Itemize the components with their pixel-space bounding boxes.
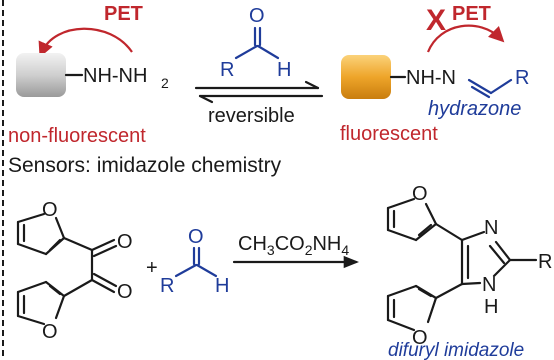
aldehyde-bottom-H: H bbox=[215, 275, 229, 297]
pet-arrow-right bbox=[426, 24, 505, 53]
hydrazone-R: R bbox=[515, 67, 529, 89]
aldehyde-top-H: H bbox=[277, 59, 291, 81]
imidazole-NH-N: N bbox=[482, 274, 496, 296]
product-furan-top: O bbox=[386, 183, 438, 242]
pet-label-left: PET bbox=[104, 3, 143, 25]
hydrazone-label: hydrazone bbox=[428, 98, 521, 120]
hydrazine-group: NH-NH bbox=[83, 65, 147, 87]
fluorophore-box-gray bbox=[16, 53, 66, 97]
imidazole-N: N bbox=[484, 217, 498, 239]
hydrazone-group: NH-N bbox=[406, 67, 456, 89]
dione-O-top: O bbox=[117, 231, 133, 253]
svg-text:O: O bbox=[412, 327, 428, 349]
section-heading: Sensors: imidazole chemistry bbox=[8, 154, 282, 177]
svg-text:O: O bbox=[42, 199, 58, 221]
equilibrium-label: reversible bbox=[208, 105, 295, 127]
imidazole-R: R bbox=[538, 251, 552, 273]
pet-arrow-left bbox=[38, 27, 133, 58]
aldehyde-bottom-O: O bbox=[188, 226, 204, 248]
svg-text:O: O bbox=[42, 321, 58, 343]
svg-text:O: O bbox=[412, 183, 428, 205]
plus-sign: + bbox=[146, 257, 158, 279]
pet-blocked-x: X bbox=[426, 4, 446, 37]
dione-O-bottom: O bbox=[117, 281, 133, 303]
fluorophore-box-gold bbox=[341, 55, 391, 99]
product-furan-bottom: O bbox=[386, 284, 438, 349]
product-label: difuryl imidazole bbox=[388, 340, 524, 360]
non-fluorescent-label: non-fluorescent bbox=[8, 125, 146, 147]
fluorescent-label: fluorescent bbox=[340, 123, 438, 145]
hydrazine-subscript: 2 bbox=[161, 75, 169, 91]
furan-bottom: O bbox=[16, 280, 66, 343]
pet-label-right: PET bbox=[452, 3, 491, 25]
furan-top: O bbox=[16, 199, 66, 256]
aldehyde-top-R: R bbox=[220, 59, 234, 81]
aldehyde-top-O: O bbox=[249, 5, 265, 27]
aldehyde-bottom-R: R bbox=[160, 275, 174, 297]
imidazole-NH-H: H bbox=[484, 296, 498, 318]
reagent-label: CH3CO2NH4 bbox=[238, 233, 349, 258]
